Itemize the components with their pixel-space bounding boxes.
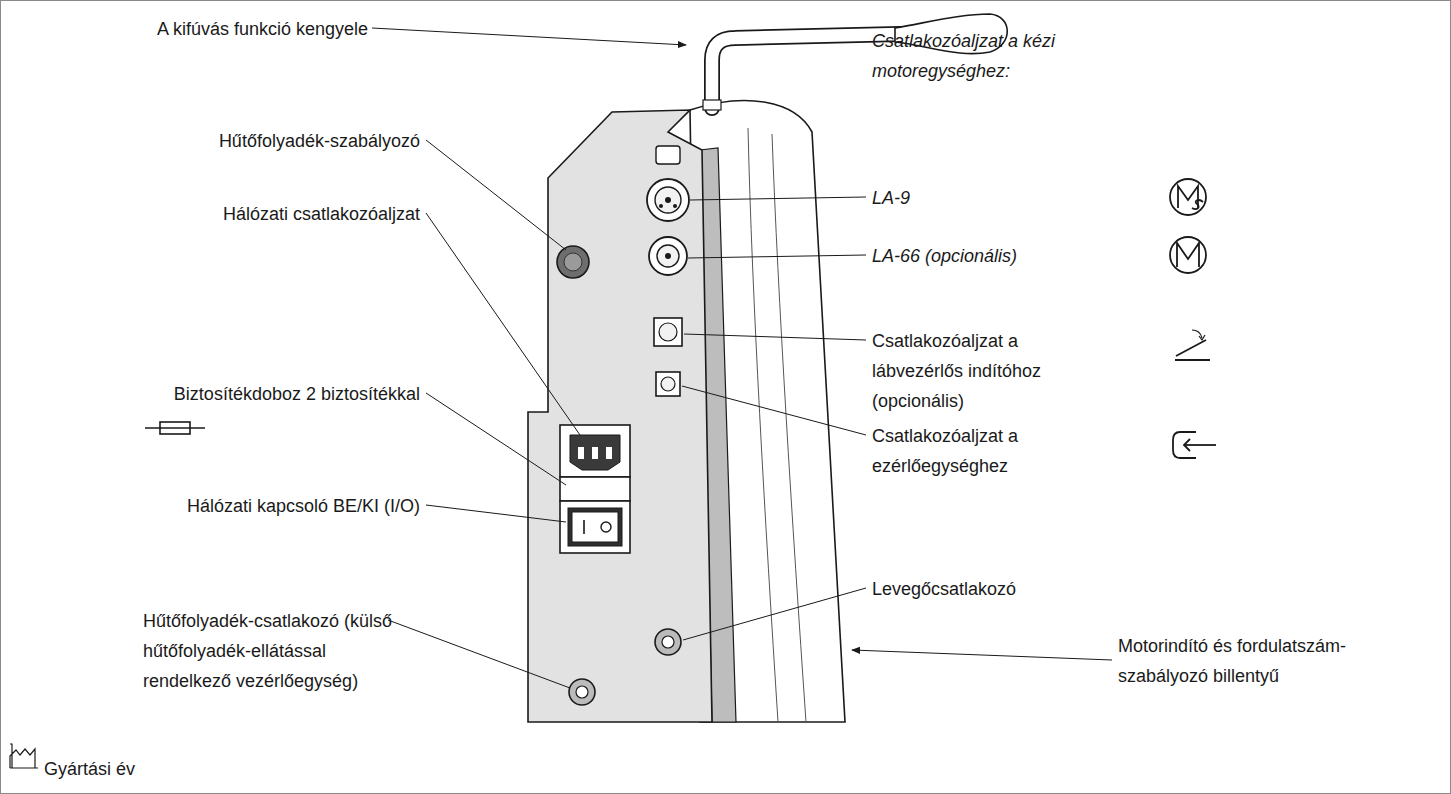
mains-pin	[592, 447, 598, 459]
manufacture-year-symbol	[10, 744, 38, 768]
controller-socket	[661, 377, 675, 391]
part-label: LA-66 (opcionális)	[872, 241, 1072, 271]
part-label: Csatlakozóaljzat a lábvezérlős indítóhoz…	[872, 326, 1072, 416]
part-label: LA-9	[872, 183, 992, 213]
leader-arrow	[372, 28, 686, 45]
la9-socket	[647, 179, 689, 221]
mains-socket	[570, 435, 620, 470]
part-label: Levegőcsatlakozó	[872, 574, 1072, 604]
part-label: A kifúvás funkció kengyele	[40, 14, 368, 44]
leader-line	[426, 505, 566, 522]
housing-contour	[748, 128, 778, 722]
foot-pedal-symbol	[1175, 330, 1210, 360]
la66-socket	[657, 245, 679, 267]
mains-pin	[606, 447, 612, 459]
housing-contour	[772, 134, 806, 722]
foot-control-socket	[659, 323, 677, 341]
fuse-symbol	[145, 422, 205, 434]
leader-line	[684, 334, 866, 340]
mains-switch	[560, 501, 630, 553]
coolant-regulator-knob	[564, 253, 582, 271]
coolant-regulator-knob	[557, 246, 589, 278]
controller-socket	[656, 372, 680, 396]
leader-line	[688, 255, 866, 258]
part-label: Hálózati kapcsoló BE/KI (I/O)	[100, 491, 420, 521]
la66-pin	[665, 253, 671, 259]
controller-symbol	[1173, 432, 1216, 458]
leader-line	[683, 588, 866, 640]
mains-socket	[560, 425, 630, 477]
part-label: Hűtőfolyadék-szabályozó	[120, 126, 420, 156]
leader-line	[682, 386, 866, 435]
mains-pin	[578, 447, 584, 459]
coolant-connector	[569, 679, 595, 705]
bracket-foot	[703, 100, 721, 110]
part-label: Hűtőfolyadék-csatlakozó (külső hűtőfolya…	[143, 606, 393, 696]
side-panel	[528, 110, 712, 722]
mains-switch	[568, 508, 622, 546]
la66-socket	[649, 237, 687, 275]
la9-socket	[655, 187, 681, 213]
part-label: Gyártási év	[44, 754, 244, 784]
la9-pin	[659, 204, 663, 208]
leader-arrow	[852, 650, 1112, 660]
air-connector	[655, 629, 681, 655]
housing-body	[690, 101, 845, 722]
la9-pin	[665, 197, 671, 203]
leader-line	[388, 620, 570, 688]
part-label: Biztosítékdoboz 2 biztosítékkal	[100, 379, 420, 409]
la9-pin	[673, 204, 677, 208]
socket-clip	[656, 146, 680, 164]
part-label: Hálózati csatlakozóaljzat	[120, 199, 420, 229]
leader-lines	[372, 28, 1112, 688]
part-label: Motorindító és fordulatszám-szabályozó b…	[1118, 631, 1388, 691]
part-label: Csatlakozóaljzat a kézi motoregységhez:	[872, 26, 1087, 86]
mains-switch-rocker	[572, 512, 618, 542]
part-label: Csatlakozóaljzat a ezérlőegységhez	[872, 421, 1047, 481]
leader-line	[426, 213, 580, 435]
switch-off-mark	[601, 522, 611, 532]
leader-line	[690, 197, 866, 200]
coolant-connector	[576, 686, 588, 698]
blow-bracket	[712, 34, 900, 108]
motor-symbol	[1170, 237, 1206, 273]
foot-control-socket	[654, 318, 682, 346]
switch-on-mark	[583, 520, 585, 534]
blow-bracket	[712, 34, 900, 108]
leader-line	[426, 140, 566, 250]
leader-line	[426, 393, 566, 485]
fuse-box	[560, 477, 630, 501]
motor-s-symbol	[1170, 179, 1206, 215]
air-connector	[662, 636, 674, 648]
